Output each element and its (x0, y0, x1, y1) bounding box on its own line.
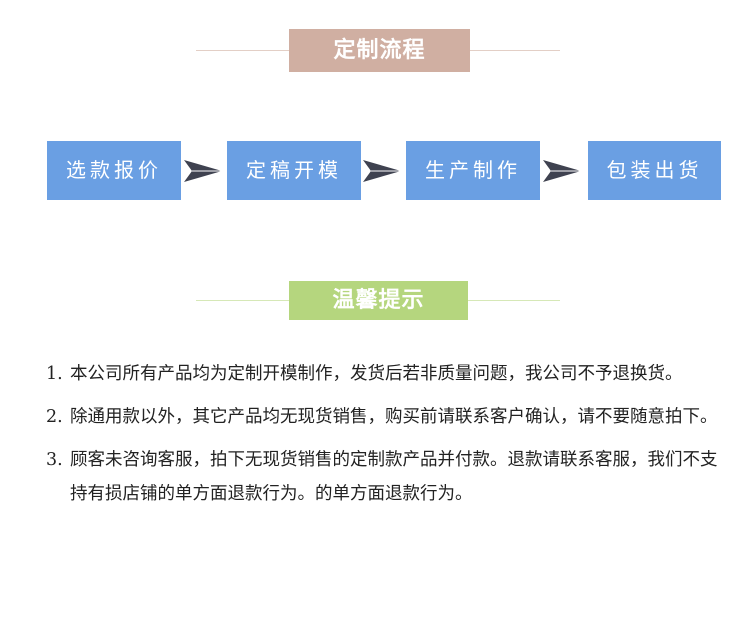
step-finalize-mold: 定稿开模 (227, 141, 361, 200)
tip-number: 2. (46, 407, 63, 427)
tips-section-title: 温馨提示 (289, 281, 468, 320)
step-packaging-shipping: 包装出货 (588, 141, 721, 200)
tip-text: 除通用款以外，其它产品均无现货销售，购买前请联系客户确认，请不要随意拍下。 (70, 407, 718, 427)
tip-number: 1. (46, 364, 63, 384)
arrow-right-icon (184, 160, 222, 182)
arrow-right-icon (543, 160, 581, 182)
tip-text: 本公司所有产品均为定制开模制作，发货后若非质量问题，我公司不予退换货。 (70, 364, 683, 384)
step-production: 生产制作 (406, 141, 540, 200)
process-section-title: 定制流程 (289, 29, 470, 72)
tip-item: 2. 除通用款以外，其它产品均无现货销售，购买前请联系客户确认，请不要随意拍下。 (46, 400, 726, 434)
tips-list: 1. 本公司所有产品均为定制开模制作，发货后若非质量问题，我公司不予退换货。 2… (46, 357, 726, 520)
step-select-quote: 选款报价 (47, 141, 181, 200)
tip-item: 1. 本公司所有产品均为定制开模制作，发货后若非质量问题，我公司不予退换货。 (46, 357, 726, 391)
tip-text: 顾客未咨询客服，拍下无现货销售的定制款产品并付款。退款请联系客服，我们不支持有损… (70, 450, 718, 504)
arrow-right-icon (363, 160, 401, 182)
tip-number: 3. (46, 450, 63, 470)
tip-item: 3. 顾客未咨询客服，拍下无现货销售的定制款产品并付款。退款请联系客服，我们不支… (46, 443, 726, 511)
